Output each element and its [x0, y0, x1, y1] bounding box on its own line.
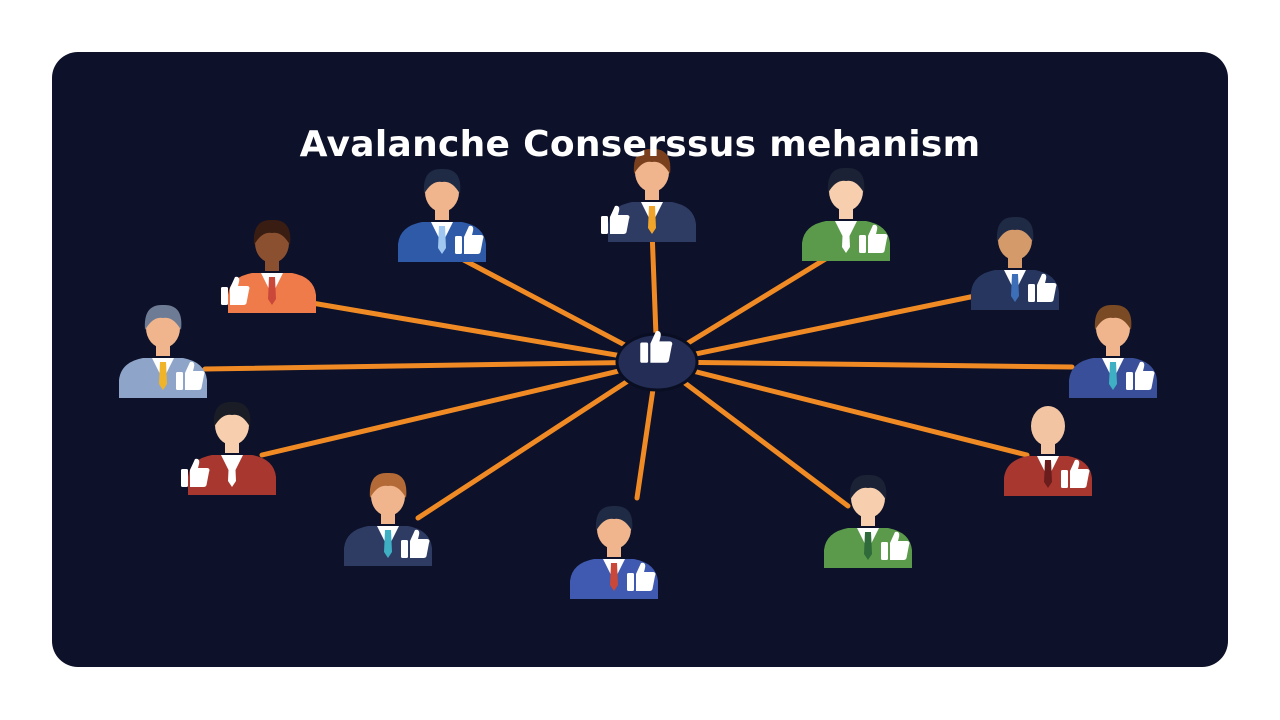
participant-avatar — [608, 148, 696, 242]
connection-line — [654, 359, 1030, 458]
connection-line — [309, 300, 660, 365]
connection-line — [259, 359, 660, 458]
diagram-title: Avalanche Conserssus mehanism — [299, 124, 981, 165]
connection-line — [654, 359, 1075, 370]
connection-line — [654, 293, 978, 365]
connection-line — [202, 359, 660, 372]
participant-avatar — [344, 472, 432, 566]
connection-line — [654, 359, 851, 509]
participant-avatar — [188, 401, 276, 495]
connection-lines — [202, 227, 1075, 521]
participant-avatar — [119, 304, 207, 398]
connection-line — [415, 359, 660, 521]
hub-node — [615, 330, 699, 392]
participants — [119, 148, 1157, 599]
participant-avatar — [228, 219, 316, 313]
